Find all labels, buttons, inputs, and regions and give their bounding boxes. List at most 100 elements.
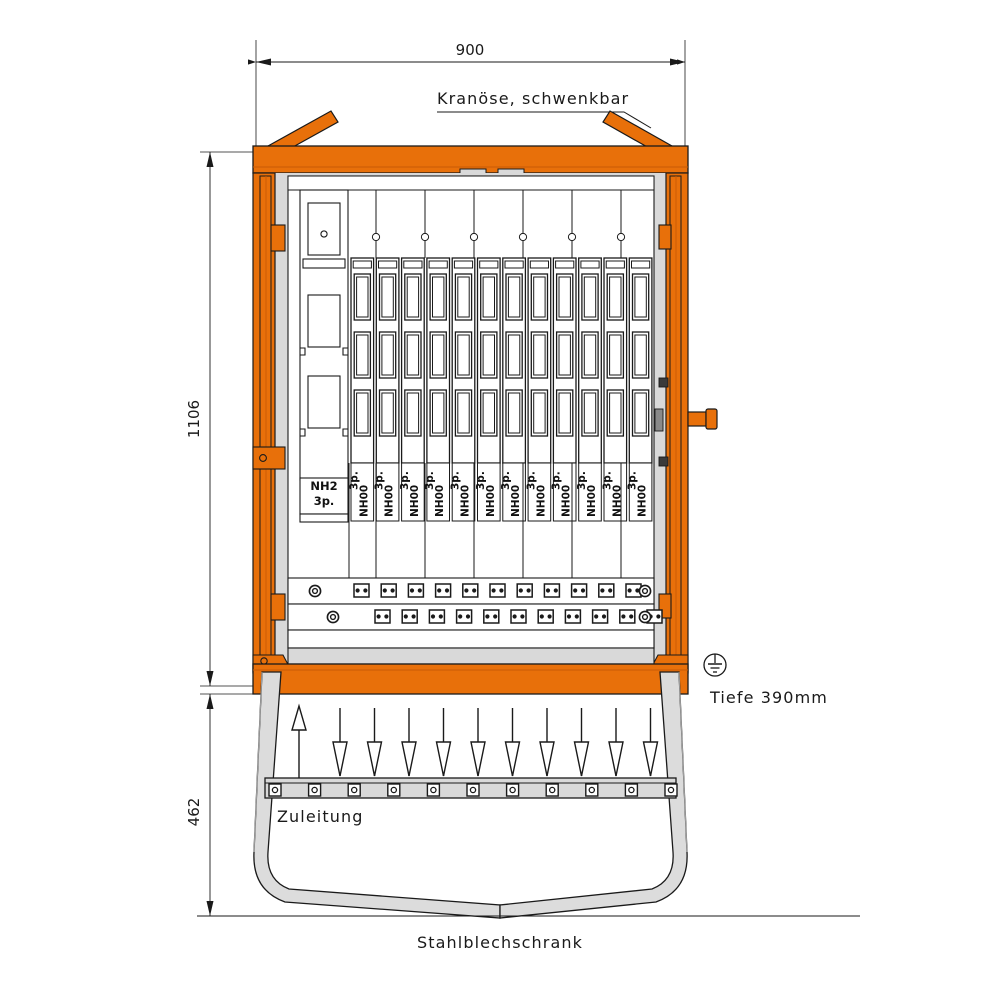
way-label-poles: 3p. — [399, 471, 411, 490]
way-label-type: NH00 — [384, 485, 396, 517]
terminal-clamp[interactable] — [428, 609, 446, 624]
way-label-type: NH00 — [409, 485, 421, 517]
arrow-outgoing — [608, 708, 624, 777]
arrow-outgoing — [332, 708, 348, 777]
door-handle-knob[interactable] — [705, 408, 718, 430]
rod-guide-upper — [658, 377, 669, 388]
drawing-caption: Stahlblechschrank — [417, 933, 583, 952]
latch-upper — [658, 224, 672, 250]
earth-ground-icon — [703, 653, 727, 677]
way-label-poles: 3p. — [601, 471, 613, 490]
way-label-poles: 3p. — [450, 471, 462, 490]
arrow-incoming — [291, 703, 307, 778]
terminal-clamp[interactable] — [462, 583, 479, 598]
way-label-poles: 3p. — [374, 471, 386, 490]
terminal-clamp[interactable] — [353, 583, 370, 598]
cabinet-bottom-beam — [252, 663, 689, 695]
inner-panel: NH2 3p. NH003p.NH003p.NH003p.NH003p.NH00… — [287, 175, 663, 665]
terminal-clamp[interactable] — [407, 583, 425, 598]
terminal-clamp[interactable] — [591, 609, 609, 624]
main-switch-column[interactable]: NH2 3p. — [299, 189, 349, 523]
way-label-type: NH00 — [434, 485, 446, 517]
gland-hole — [664, 783, 678, 797]
gland-hole — [347, 783, 361, 797]
busbar-support-row — [349, 189, 654, 258]
arrow-outgoing — [435, 708, 452, 777]
rod-guide-lower — [658, 456, 669, 467]
annotation-crane-eye-text: Kranöse, schwenkbar — [437, 89, 629, 108]
terminal-clamp[interactable] — [483, 609, 500, 624]
way-label-type: NH00 — [535, 485, 547, 517]
terminal-clamp[interactable] — [570, 583, 588, 598]
gland-plate — [264, 777, 678, 799]
door-handle[interactable] — [687, 411, 707, 427]
terminal-clamp[interactable] — [537, 609, 554, 624]
terminal-clamp[interactable] — [434, 583, 452, 598]
dimension-label-cabinet-height: 1106 — [185, 400, 203, 438]
terminal-clamp[interactable] — [489, 583, 506, 598]
outgoing-ways-group: NH003p.NH003p.NH003p.NH003p.NH003p.NH003… — [348, 257, 653, 522]
main-block-2 — [307, 294, 341, 348]
terminal-clamp[interactable] — [564, 609, 582, 624]
terminal-clamp[interactable] — [455, 609, 473, 624]
way-label-type: NH00 — [561, 485, 573, 517]
stand-legs — [197, 671, 860, 919]
annotation-depth-text: Tiefe 390mm — [709, 688, 828, 707]
way-label-poles: 3p. — [525, 471, 537, 490]
terminal-clamp[interactable] — [619, 609, 636, 624]
way-label-poles: 3p. — [475, 471, 487, 490]
terminal-clamp[interactable] — [543, 583, 561, 598]
way-label-type: NH00 — [358, 485, 370, 517]
terminal-clamp[interactable] — [380, 583, 397, 598]
terminal-clamp[interactable] — [510, 609, 527, 624]
way-label-type: NH00 — [460, 485, 472, 517]
arrow-outgoing — [366, 708, 383, 777]
terminal-clamps — [353, 583, 663, 624]
annotation-supply-line-text: Zuleitung — [277, 807, 363, 826]
way-label-type: NH00 — [586, 485, 598, 517]
hinge-upper — [270, 224, 286, 252]
arrow-outgoing — [470, 708, 486, 777]
cable-direction-arrows — [291, 703, 659, 778]
annotation-crane-eye: Kranöse, schwenkbar — [437, 89, 652, 129]
way-label-poles: 3p. — [627, 471, 639, 490]
main-block-3 — [307, 375, 341, 429]
way-label-poles: 3p. — [576, 471, 588, 490]
dimension-label-width: 900 — [456, 41, 485, 59]
main-switch-label-line1: NH2 — [310, 479, 337, 493]
terminal-clamp[interactable] — [598, 583, 615, 598]
way-label-type: NH00 — [637, 485, 649, 517]
way-label-type: NH00 — [510, 485, 522, 517]
main-switch-label-line2: 3p. — [314, 494, 335, 508]
gland-hole — [307, 783, 322, 797]
terminal-clamp[interactable] — [516, 583, 533, 598]
leg-right — [499, 671, 688, 919]
way-label-poles: 3p. — [551, 471, 563, 490]
gland-hole — [426, 783, 441, 797]
way-label-type: NH00 — [611, 485, 623, 517]
gland-hole — [585, 783, 599, 797]
terminal-clamp[interactable] — [374, 609, 391, 624]
gland-hole — [387, 783, 401, 797]
arrow-outgoing — [539, 708, 555, 777]
door-frame-right[interactable] — [648, 172, 718, 674]
terminal-clamp[interactable] — [401, 609, 418, 624]
hinge-middle — [252, 446, 286, 470]
way-label-poles: 3p. — [500, 471, 512, 490]
gland-hole — [505, 783, 520, 797]
way-label-poles: 3p. — [348, 471, 360, 490]
